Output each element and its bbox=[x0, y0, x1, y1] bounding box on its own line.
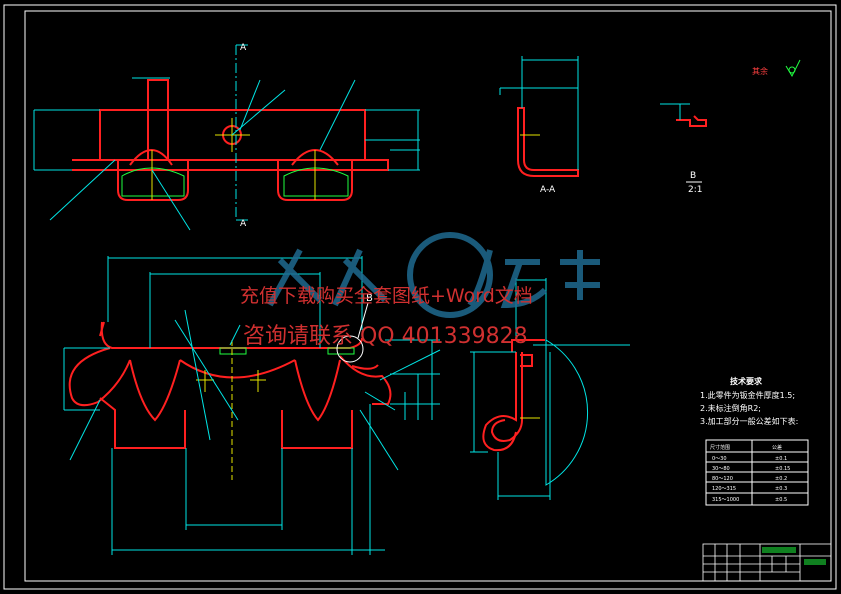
title-block bbox=[702, 543, 832, 582]
tech-req-item-3: 3.加工部分一般公差如下表: bbox=[700, 416, 798, 426]
section-mark-bottom: A bbox=[240, 219, 247, 229]
tech-requirements: 技术要求 1.此零件为钣金件厚度1.5; 2.未标注倒角R2; 3.加工部分一般… bbox=[700, 376, 798, 426]
tol-cell: 120～315 bbox=[712, 486, 736, 492]
tol-header-tol: 公差 bbox=[772, 444, 782, 451]
front-main-view: B bbox=[63, 256, 441, 555]
watermark-logo bbox=[267, 232, 600, 318]
detail-b-view: B 2:1 bbox=[660, 103, 707, 195]
tol-cell: ±0.3 bbox=[775, 486, 787, 492]
tech-req-item-2: 2.未标注倒角R2; bbox=[700, 403, 761, 413]
detail-callout: B bbox=[366, 293, 373, 304]
tech-req-item-1: 1.此零件为钣金件厚度1.5; bbox=[700, 390, 795, 400]
watermark: 充值下载购买全套图纸+Word文档 咨询请联系 QQ 401339828 bbox=[240, 232, 600, 349]
detail-scale: 2:1 bbox=[688, 185, 702, 195]
tol-cell: 30～80 bbox=[712, 466, 730, 472]
tol-cell: ±0.1 bbox=[775, 456, 787, 462]
roughness-note: 其余 bbox=[752, 59, 801, 78]
tol-cell: ±0.15 bbox=[775, 466, 790, 472]
drawing-frame bbox=[3, 4, 837, 590]
tolerance-table: 尺寸范围 公差 0～30 ±0.1 30～80 ±0.15 80～120 ±0.… bbox=[705, 439, 809, 506]
tech-req-title: 技术要求 bbox=[730, 376, 763, 386]
watermark-line-1: 充值下载购买全套图纸+Word文档 bbox=[240, 285, 533, 307]
tol-cell: ±0.5 bbox=[775, 497, 787, 503]
tol-header-range: 尺寸范围 bbox=[710, 444, 730, 451]
tol-cell: ±0.2 bbox=[775, 476, 787, 482]
detail-label: B bbox=[690, 171, 696, 181]
watermark-line-2: 咨询请联系 QQ 401339828 bbox=[243, 324, 528, 349]
roughness-text: 其余 bbox=[752, 66, 768, 76]
tol-cell: 0～30 bbox=[712, 456, 727, 462]
tol-cell: 315～1000 bbox=[712, 497, 739, 503]
section-aa-view: A-A bbox=[499, 56, 579, 195]
side-view bbox=[470, 278, 630, 500]
tol-cell: 80～120 bbox=[712, 476, 733, 482]
section-view-label: A-A bbox=[540, 185, 556, 195]
section-mark-top: A bbox=[240, 43, 247, 53]
top-main-view: A A bbox=[33, 43, 420, 231]
